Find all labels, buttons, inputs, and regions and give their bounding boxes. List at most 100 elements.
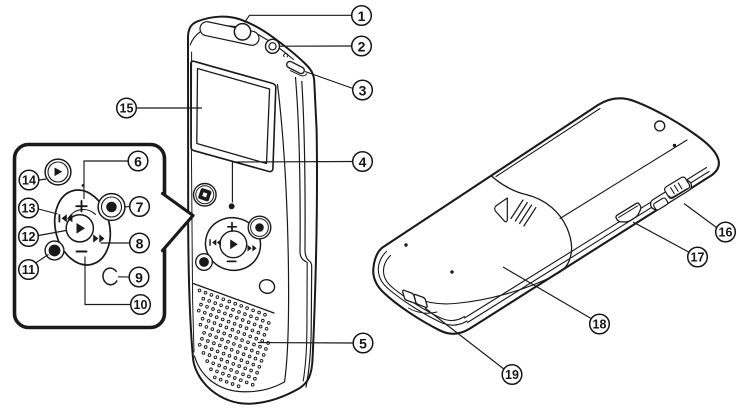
callout-number: 7: [136, 199, 144, 215]
speaker-hole: [215, 369, 219, 374]
folder-icon: [54, 167, 63, 177]
callout-circle: [501, 363, 523, 386]
leader-17: [632, 221, 690, 254]
speaker-hole: [215, 349, 220, 354]
speaker-hole: [225, 359, 230, 364]
speaker-hole: [255, 350, 260, 355]
speaker-holes: [196, 288, 271, 389]
speaker-hole: [208, 313, 213, 317]
inset-erase-button: [44, 240, 65, 261]
speaker-hole: [207, 353, 212, 357]
nav-play-icon: [230, 239, 238, 250]
leader-19: [424, 307, 505, 370]
speaker-hole: [251, 362, 256, 367]
callout-circle: [350, 4, 373, 27]
speaker-hole: [252, 342, 256, 347]
speaker-hole: [224, 325, 229, 330]
speaker-hole: [255, 316, 259, 321]
callout-circle: [18, 169, 40, 191]
speaker-hole: [212, 341, 216, 346]
callout-circle: [129, 293, 152, 316]
callout-number: 3: [359, 83, 367, 99]
battery-cover: [416, 174, 573, 305]
leader-11: [35, 254, 49, 264]
speaker-hole: [200, 336, 204, 341]
speaker-hole: [228, 333, 233, 338]
callout-circle: [17, 225, 40, 248]
inset-folder-button: [44, 158, 72, 186]
callout-circle: [351, 79, 374, 101]
inset-next-icon: [93, 234, 105, 243]
strap-hole-opening-right: [413, 293, 428, 309]
right-side-face-part-1: [276, 83, 290, 383]
callout-number: 15: [120, 102, 134, 116]
inset-nav-pad: [53, 184, 112, 266]
right-side-face: [276, 76, 313, 388]
speaker-hole: [238, 378, 243, 383]
speaker-hole: [250, 328, 255, 333]
callout-11: 11: [17, 258, 40, 281]
inset-folder-button-part-2: [47, 161, 69, 183]
callout-circle: [17, 258, 40, 281]
inset-record-button-part-3: [106, 201, 117, 213]
leader-18: [502, 266, 593, 320]
speaker-hole: [206, 339, 210, 343]
speaker-hole: [216, 329, 221, 334]
speaker-hole: [243, 346, 248, 351]
slide-switch: [649, 176, 693, 211]
top-slot-part-1: [286, 60, 305, 75]
speaker-hole: [226, 319, 231, 324]
speaker-hole: [239, 358, 244, 363]
speaker-hole: [248, 334, 253, 339]
callout-6: 6: [127, 150, 149, 172]
speaker-hole: [251, 308, 255, 313]
callout-12: 12: [17, 225, 40, 248]
speaker-hole: [221, 351, 226, 356]
callout-circle: [352, 332, 374, 354]
speaker-hole: [230, 382, 235, 386]
speaker-hole: [266, 321, 271, 325]
leader-6: [83, 160, 128, 199]
battery-cover-part-2: [494, 197, 508, 223]
speaker-hole: [221, 371, 225, 376]
slide-switch-part-5: [670, 182, 683, 195]
slide-switch-part-4: [668, 188, 688, 198]
speaker-hole: [231, 307, 235, 312]
speaker-hole: [253, 376, 257, 381]
callout-number: 14: [22, 174, 36, 188]
speaker-hole: [209, 367, 213, 372]
right-side-face-part-4: [302, 261, 308, 382]
speaker-hole: [259, 358, 264, 363]
speaker-hole: [231, 362, 236, 366]
callout-3: 3: [351, 79, 374, 101]
speaker-hole: [227, 353, 232, 358]
stop-square-icon: [198, 188, 212, 202]
back-screw-hole: [654, 120, 666, 132]
callout-circle: [128, 266, 150, 288]
speaker-hole: [202, 330, 206, 335]
inset-record-button-part-2: [100, 196, 123, 218]
strap-hole-opening-left: [402, 289, 417, 304]
speaker-hole: [209, 347, 214, 352]
callout-circle: [686, 246, 709, 268]
nav-plus-mark: [226, 221, 238, 232]
callout-number: 13: [22, 202, 36, 216]
speaker-hole: [197, 288, 202, 293]
speaker-hole: [256, 330, 261, 335]
speaker-hole: [237, 364, 242, 368]
speaker-hole: [260, 318, 265, 323]
slide-switch-part-2: [653, 197, 669, 211]
speaker-hole: [241, 372, 245, 377]
leader-10: [84, 256, 131, 306]
nav-next-icon: [247, 244, 257, 252]
callout-circle: [350, 35, 373, 57]
leader-13: [38, 208, 58, 215]
speaker-hole: [219, 303, 223, 308]
callout-circle: [127, 150, 149, 172]
speaker-hole: [213, 301, 218, 305]
callout-8: 8: [128, 232, 151, 254]
callout-circle: [128, 195, 151, 218]
callout-2: 2: [350, 35, 373, 57]
back-side-boundary: [559, 139, 688, 220]
callout-number: 8: [136, 236, 144, 252]
